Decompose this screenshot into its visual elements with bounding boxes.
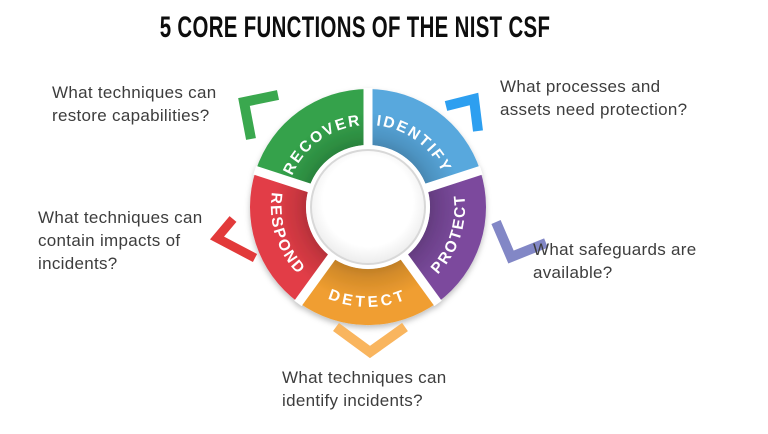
annotation-line: contain impacts of <box>38 231 181 250</box>
annotation-recover: What techniques can restore capabilities… <box>52 81 216 127</box>
wheel-hub <box>310 149 426 265</box>
wheel-segments <box>249 88 487 326</box>
annotation-line: What processes and <box>500 77 661 96</box>
annotation-line: What safeguards are <box>533 240 697 259</box>
page-title: 5 CORE FUNCTIONS OF THE NIST CSF <box>159 11 551 44</box>
annotation-line: What techniques can <box>52 83 217 102</box>
annotation-respond: What techniques can contain impacts of i… <box>38 206 202 275</box>
corner-bracket-up-left-icon <box>238 90 280 140</box>
annotation-protect: What safeguards are available? <box>533 238 697 284</box>
chevron-left-icon <box>209 216 258 262</box>
annotation-identify: What processes and assets need protectio… <box>500 75 687 121</box>
annotation-line: available? <box>533 263 613 282</box>
chevron-down-icon <box>333 322 408 359</box>
annotation-line: identify incidents? <box>282 391 423 410</box>
annotation-line: assets need protection? <box>500 100 688 119</box>
annotation-detect: What techniques can identify incidents? <box>282 366 446 412</box>
annotation-line: restore capabilities? <box>52 106 210 125</box>
annotation-line: What techniques can <box>282 368 447 387</box>
annotation-line: incidents? <box>38 254 118 273</box>
corner-bracket-up-right-icon <box>444 92 483 132</box>
chevron-down-right-icon <box>491 220 548 264</box>
annotation-line: What techniques can <box>38 208 203 227</box>
segment-inner-shading <box>250 89 486 325</box>
